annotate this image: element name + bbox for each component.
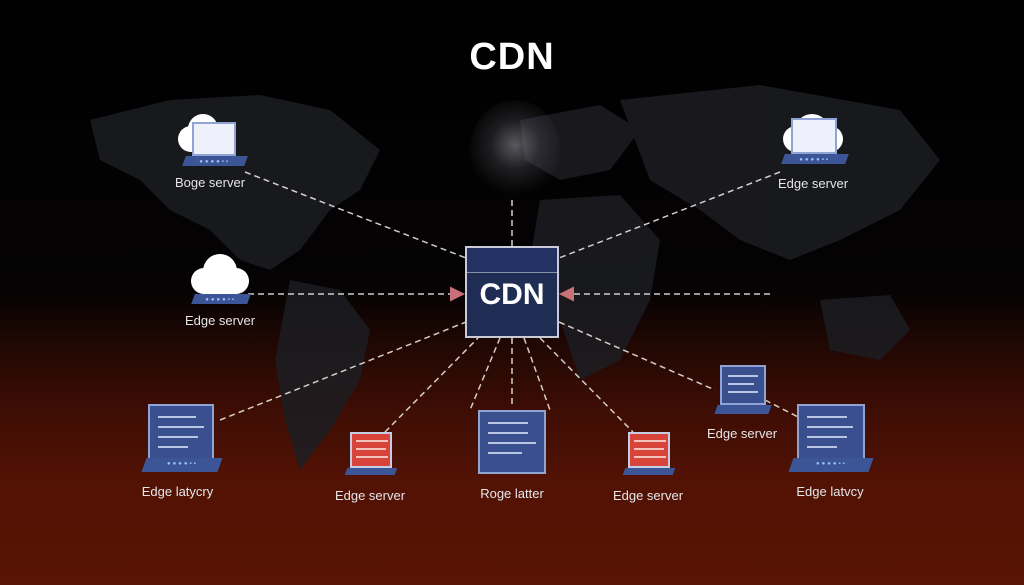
node-bottom-right[interactable]: Edge server	[608, 432, 688, 503]
link-bottom-center-b	[523, 337, 551, 411]
africa-shape	[530, 195, 660, 380]
link-bottom-center-a	[469, 337, 501, 411]
link-top-left	[244, 171, 467, 259]
node-bottom-far-right[interactable]: ●●●●▪▪ Edge latvcy	[780, 402, 880, 499]
cdn-hub[interactable]: CDN	[465, 246, 559, 338]
monitor-icon: ●●●●▪▪	[132, 402, 224, 474]
node-caption: Edge server	[777, 176, 849, 191]
red-laptop-icon	[340, 432, 400, 476]
link-bottom-right	[539, 337, 634, 433]
node-bottom-center[interactable]: Roge latter	[466, 408, 558, 501]
globe-glow	[470, 100, 560, 200]
cloud-server-icon: ●●●●▪▪	[185, 252, 255, 304]
node-caption: Edge latvcy	[796, 484, 864, 499]
node-caption: Edge server	[706, 426, 778, 441]
link-bottom-left	[384, 337, 479, 433]
south-america-shape	[275, 280, 370, 470]
monitor-icon	[476, 408, 548, 476]
node-mid-right[interactable]: Edge server	[700, 365, 784, 441]
page-title: CDN	[469, 36, 555, 78]
node-caption: Edge server	[612, 488, 684, 503]
node-bottom-far-left[interactable]: ●●●●▪▪ Edge latycry	[130, 402, 225, 499]
node-caption: Boge server	[174, 175, 246, 190]
laptop-icon	[710, 365, 774, 417]
node-mid-left[interactable]: ●●●●▪▪ Edge server	[172, 252, 268, 328]
node-caption: Edge server	[184, 313, 256, 328]
hub-label: CDN	[479, 278, 545, 311]
cloud-laptop-icon: ●●●●▪▪	[170, 112, 250, 166]
node-top-right[interactable]: ●●●●▪▪ Edge server	[768, 112, 858, 191]
cloud-laptop-icon: ●●●●▪▪	[773, 112, 853, 166]
link-bottom-far-right	[764, 399, 801, 419]
node-top-left[interactable]: ●●●●▪▪ Boge server	[165, 112, 255, 190]
node-caption: Roge latter	[480, 486, 544, 501]
north-america-shape	[90, 95, 380, 270]
node-bottom-left[interactable]: Edge server	[330, 432, 410, 503]
australia-shape	[820, 295, 910, 360]
red-laptop-icon	[618, 432, 678, 476]
node-caption: Edge server	[334, 488, 406, 503]
link-top-right	[558, 171, 781, 259]
node-caption: Edge latycry	[141, 484, 214, 499]
link-mid-right-lower	[558, 321, 716, 391]
hub-header-band	[467, 248, 557, 273]
monitor-icon: ●●●●▪▪	[783, 402, 877, 474]
link-bottom-far-left	[219, 321, 467, 421]
